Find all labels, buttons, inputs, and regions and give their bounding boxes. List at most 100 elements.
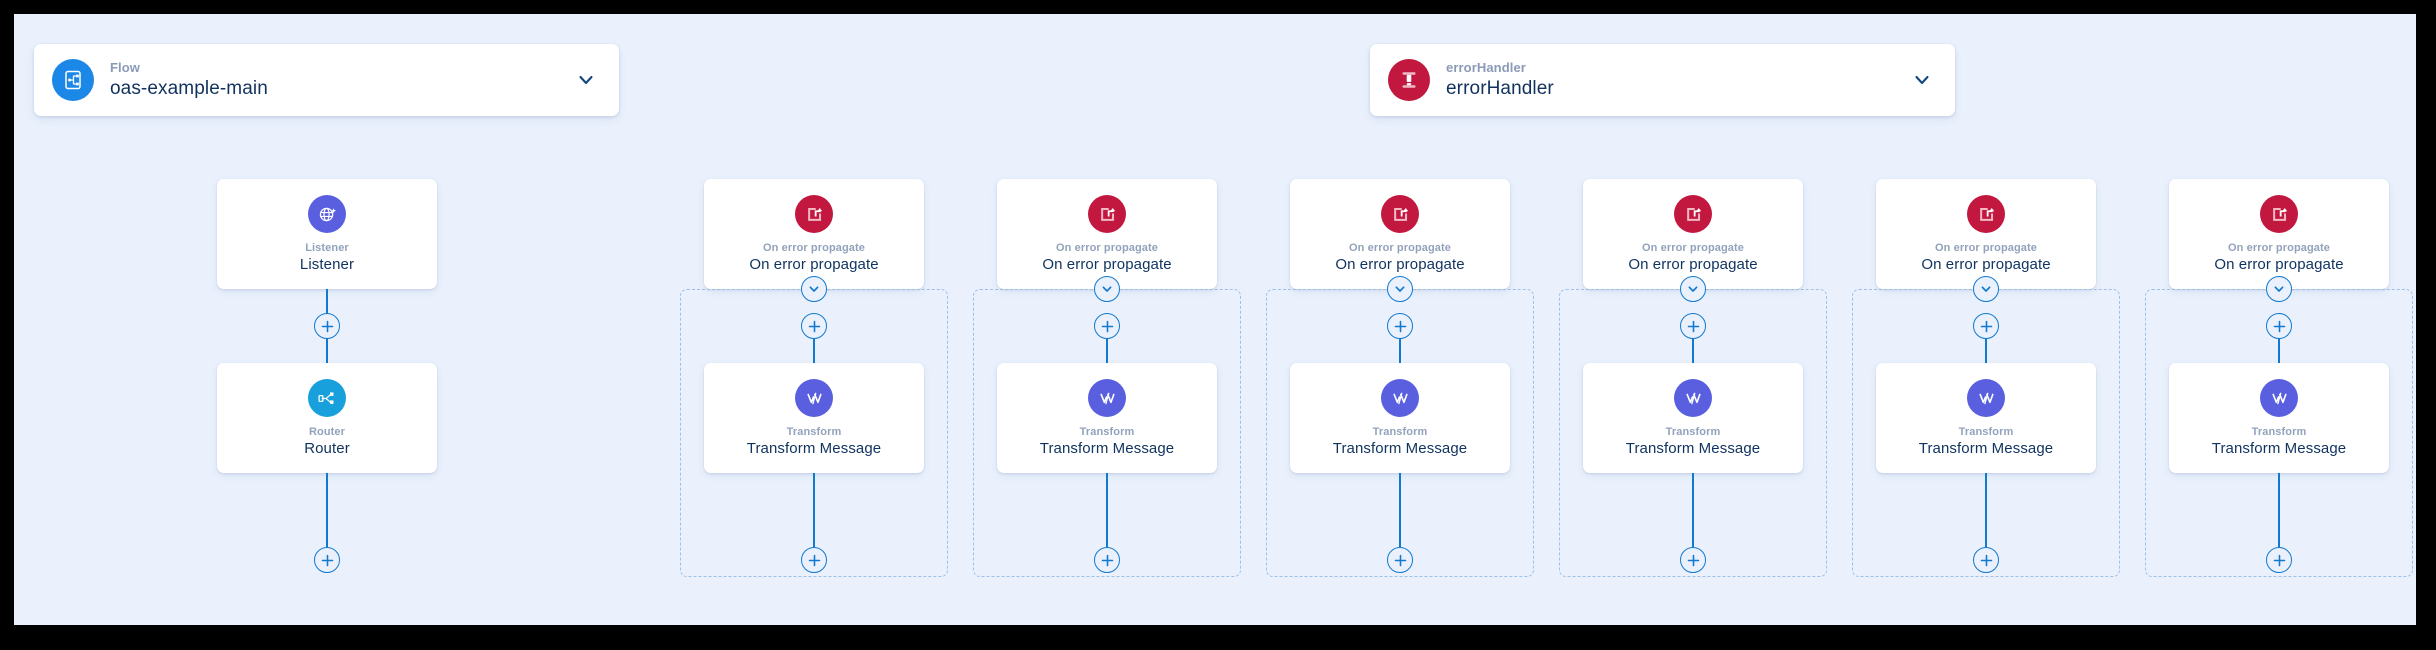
connector-line (2278, 339, 2280, 363)
add-step-icon[interactable] (2266, 547, 2292, 573)
add-step-icon[interactable] (2266, 313, 2292, 339)
node-subtitle: On error propagate (1348, 242, 1452, 254)
node-subtitle: Transform (1372, 426, 1428, 438)
node-title: Transform Message (1332, 440, 1468, 457)
add-step-icon[interactable] (801, 313, 827, 339)
chevron-down-icon[interactable] (1094, 276, 1120, 302)
node-title: Transform Message (1625, 440, 1761, 457)
flow-icon (52, 59, 94, 101)
node-title: Transform Message (1039, 440, 1175, 457)
on-error-propagate-icon (1967, 195, 2005, 233)
error-handler-icon (1388, 59, 1430, 101)
node-subtitle: Transform (2251, 426, 2307, 438)
chevron-down-icon[interactable] (1680, 276, 1706, 302)
chevron-down-icon[interactable] (1911, 69, 1933, 91)
node-title: Listener (299, 256, 355, 273)
add-step-icon[interactable] (1973, 313, 1999, 339)
node-transform-message[interactable]: Transform Transform Message (1583, 363, 1803, 473)
connector-line (1985, 473, 1987, 547)
error-handler-header-card[interactable]: errorHandler errorHandler (1370, 44, 1955, 116)
chevron-down-icon[interactable] (2266, 276, 2292, 302)
add-step-icon[interactable] (1094, 547, 1120, 573)
flow-canvas[interactable]: Flow oas-example-main errorHandler error… (14, 14, 2416, 625)
node-subtitle: Transform (1665, 426, 1721, 438)
on-error-propagate-icon (1088, 195, 1126, 233)
connector-line (1692, 473, 1694, 547)
node-transform-message[interactable]: Transform Transform Message (1876, 363, 2096, 473)
connector-line (1399, 473, 1401, 547)
chevron-down-icon[interactable] (575, 69, 597, 91)
node-transform-message[interactable]: Transform Transform Message (704, 363, 924, 473)
node-transform-message[interactable]: Transform Transform Message (2169, 363, 2389, 473)
connector-line (1399, 339, 1401, 363)
node-subtitle: Transform (786, 426, 842, 438)
node-subtitle: Router (308, 426, 346, 438)
chevron-down-icon[interactable] (801, 276, 827, 302)
connector-line (1985, 339, 1987, 363)
node-subtitle: Listener (305, 242, 349, 254)
node-title: Transform Message (2211, 440, 2347, 457)
error-handler-header-text: errorHandler errorHandler (1446, 59, 1911, 100)
node-listener[interactable]: Listener Listener (217, 179, 437, 289)
node-router[interactable]: Router Router (217, 363, 437, 473)
connector-line (2278, 473, 2280, 547)
add-step-icon[interactable] (1680, 313, 1706, 339)
add-step-icon[interactable] (801, 547, 827, 573)
node-on-error-propagate[interactable]: On error propagate On error propagate (1290, 179, 1510, 289)
node-subtitle: Transform (1079, 426, 1135, 438)
node-title: On error propagate (1042, 256, 1172, 273)
node-subtitle: On error propagate (762, 242, 866, 254)
transform-dataweave-icon (1088, 379, 1126, 417)
transform-dataweave-icon (1674, 379, 1712, 417)
connector-line (1106, 473, 1108, 547)
node-subtitle: Transform (1958, 426, 2014, 438)
node-transform-message[interactable]: Transform Transform Message (997, 363, 1217, 473)
transform-dataweave-icon (2260, 379, 2298, 417)
node-on-error-propagate[interactable]: On error propagate On error propagate (997, 179, 1217, 289)
add-step-icon[interactable] (1973, 547, 1999, 573)
node-title: Router (304, 440, 350, 457)
node-title: Transform Message (1918, 440, 2054, 457)
connector-line (813, 473, 815, 547)
error-handler-header-subtitle: errorHandler (1446, 59, 1526, 75)
node-on-error-propagate[interactable]: On error propagate On error propagate (1876, 179, 2096, 289)
chevron-down-icon[interactable] (1387, 276, 1413, 302)
add-step-icon[interactable] (1094, 313, 1120, 339)
connector-line (1692, 339, 1694, 363)
error-handler-header-title: errorHandler (1446, 77, 1554, 99)
node-subtitle: On error propagate (2227, 242, 2331, 254)
node-transform-message[interactable]: Transform Transform Message (1290, 363, 1510, 473)
add-step-icon[interactable] (1387, 547, 1413, 573)
router-share-icon (308, 379, 346, 417)
transform-dataweave-icon (1967, 379, 2005, 417)
node-title: Transform Message (746, 440, 882, 457)
connector-line (326, 473, 328, 547)
add-step-icon[interactable] (1680, 547, 1706, 573)
flow-header-text: Flow oas-example-main (110, 59, 575, 100)
node-title: On error propagate (1628, 256, 1758, 273)
transform-dataweave-icon (1381, 379, 1419, 417)
add-step-icon[interactable] (314, 547, 340, 573)
flow-header-title: oas-example-main (110, 77, 268, 99)
node-on-error-propagate[interactable]: On error propagate On error propagate (1583, 179, 1803, 289)
add-step-icon[interactable] (1387, 313, 1413, 339)
connector-line (1106, 339, 1108, 363)
node-subtitle: On error propagate (1055, 242, 1159, 254)
node-title: On error propagate (1921, 256, 2051, 273)
on-error-propagate-icon (2260, 195, 2298, 233)
chevron-down-icon[interactable] (1973, 276, 1999, 302)
add-step-icon[interactable] (314, 313, 340, 339)
on-error-propagate-icon (1674, 195, 1712, 233)
on-error-propagate-icon (795, 195, 833, 233)
node-title: On error propagate (2214, 256, 2344, 273)
on-error-propagate-icon (1381, 195, 1419, 233)
flow-header-card[interactable]: Flow oas-example-main (34, 44, 619, 116)
flow-header-subtitle: Flow (110, 59, 141, 75)
node-on-error-propagate[interactable]: On error propagate On error propagate (2169, 179, 2389, 289)
node-subtitle: On error propagate (1641, 242, 1745, 254)
globe-listener-icon (308, 195, 346, 233)
node-subtitle: On error propagate (1934, 242, 2038, 254)
node-title: On error propagate (1335, 256, 1465, 273)
node-on-error-propagate[interactable]: On error propagate On error propagate (704, 179, 924, 289)
node-title: On error propagate (749, 256, 879, 273)
